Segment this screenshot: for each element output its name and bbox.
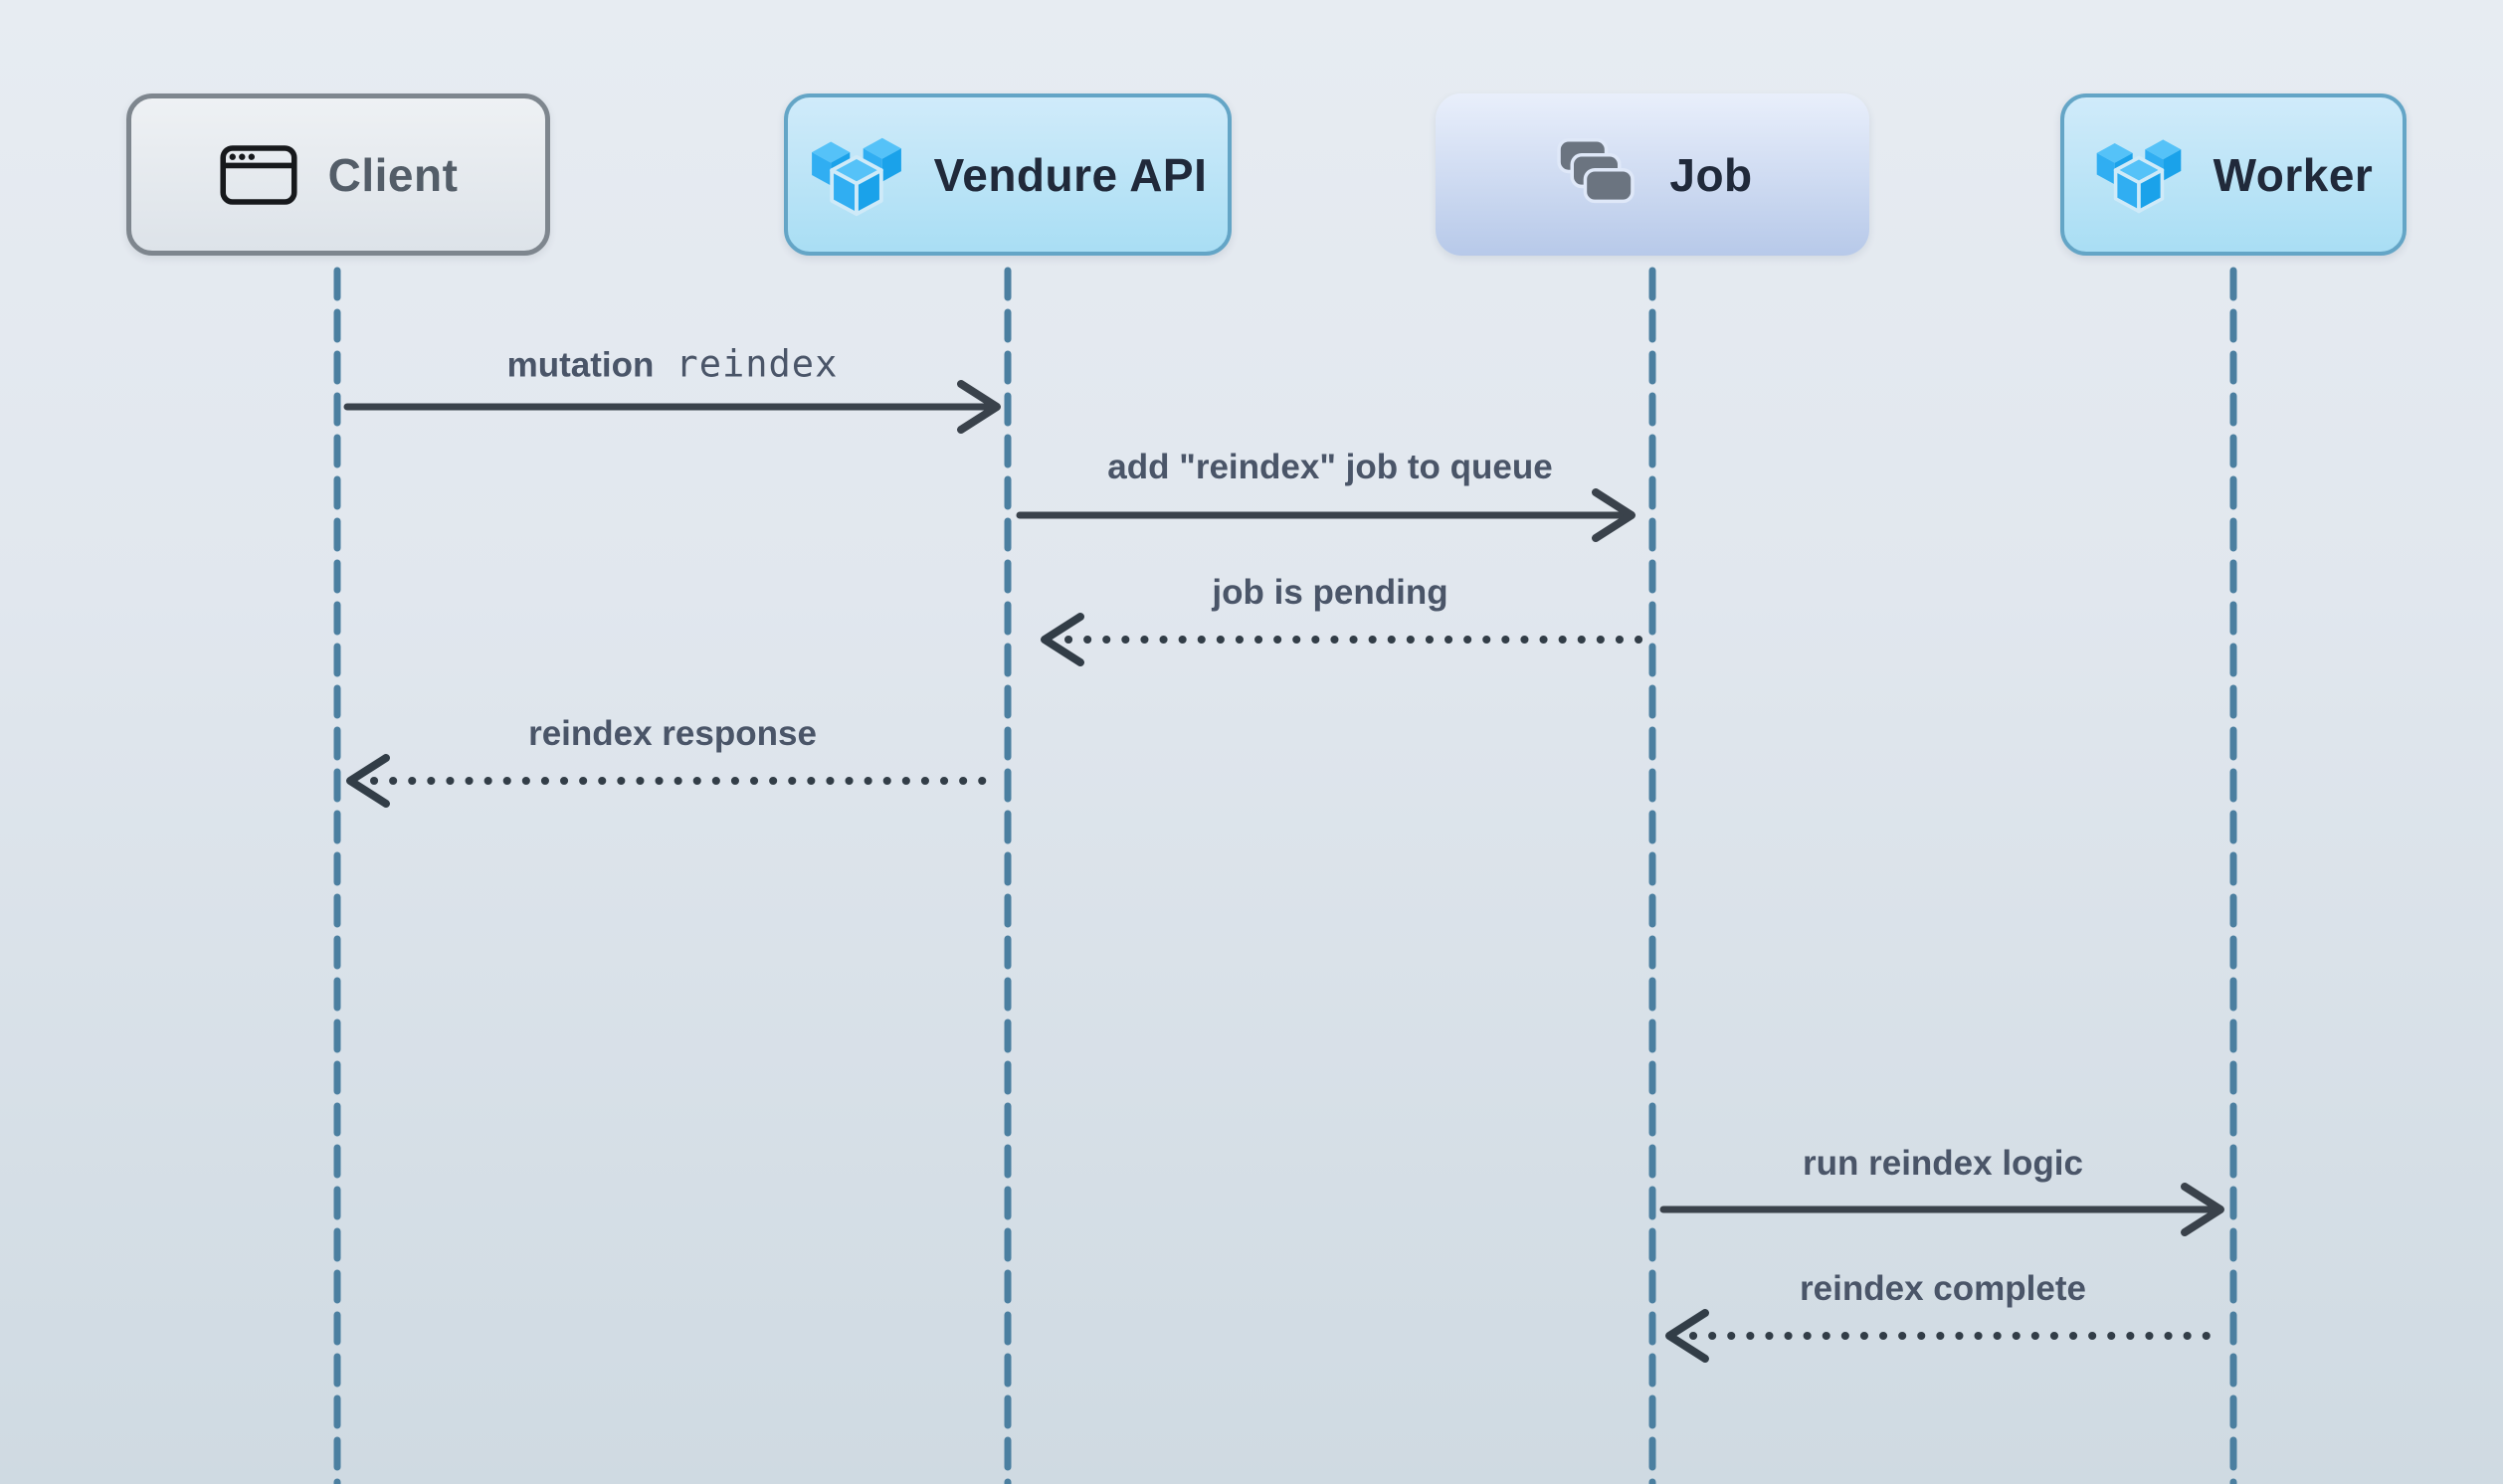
actor-label-worker: Worker: [2213, 148, 2374, 201]
arrow-mutation-reindex: [343, 380, 1001, 434]
arrow-reindex-complete: [1665, 1309, 2228, 1363]
actor-box-job: Job: [1436, 93, 1869, 256]
arrow-add-job-to-queue: [1016, 488, 1636, 542]
message-label-job-is-pending: job is pending: [1212, 573, 1448, 612]
arrow-run-reindex-logic: [1659, 1183, 2224, 1236]
actor-label-vendure-api: Vendure API: [933, 148, 1208, 201]
arrow-job-is-pending: [1041, 613, 1645, 666]
message-label-reindex-complete: reindex complete: [1800, 1269, 2086, 1308]
message-label-reindex-response: reindex response: [528, 714, 817, 753]
vendure-cube-icon: [811, 137, 901, 216]
actor-box-worker: Worker: [2060, 93, 2407, 256]
message-text: mutation: [506, 345, 655, 385]
actor-box-client: Client: [126, 93, 550, 256]
message-label-mutation-reindex: mutation reindex: [507, 343, 839, 386]
message-label-add-job-to-queue: add "reindex" job to queue: [1107, 448, 1553, 486]
message-label-run-reindex-logic: run reindex logic: [1803, 1144, 2083, 1183]
actor-label-job: Job: [1669, 148, 1753, 201]
arrow-reindex-response: [346, 754, 999, 808]
actor-label-client: Client: [327, 148, 459, 201]
stacked-cards-icon: [1557, 137, 1636, 203]
message-code-text: reindex: [675, 342, 839, 386]
browser-window-icon: [220, 144, 297, 205]
vendure-cube-icon: [2096, 139, 2181, 214]
actor-box-vendure-api: Vendure API: [784, 93, 1232, 256]
